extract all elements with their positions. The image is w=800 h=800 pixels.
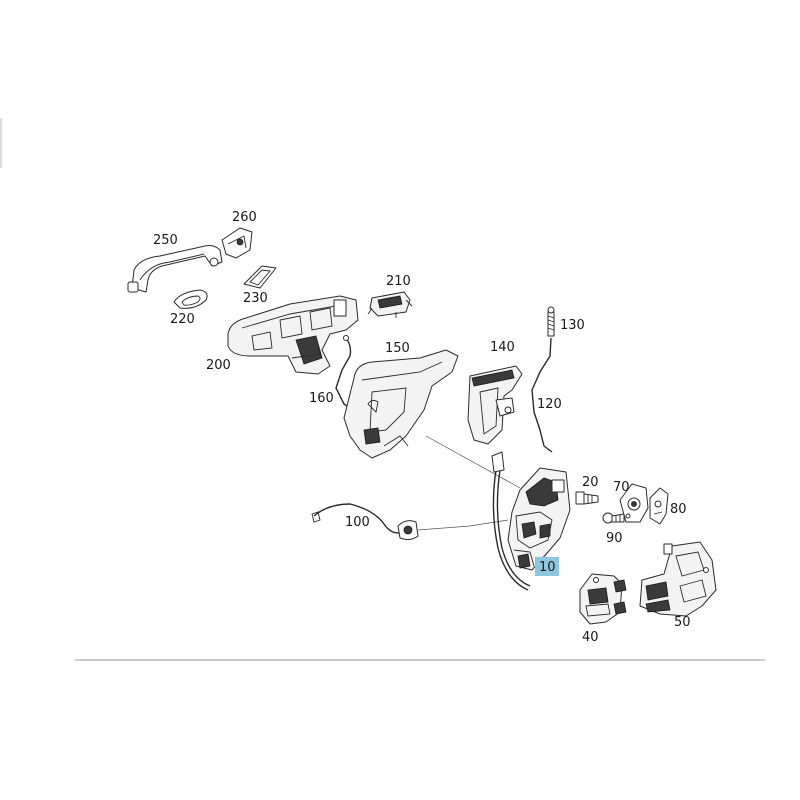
part-260-handle-cap[interactable] — [221, 227, 253, 259]
label-50: 50 — [674, 615, 691, 630]
label-210: 210 — [386, 274, 411, 289]
part-150-cover-panel[interactable] — [343, 349, 459, 459]
label-20: 20 — [582, 475, 599, 490]
part-90-bolt[interactable] — [602, 512, 625, 524]
part-160-rod[interactable] — [335, 335, 357, 413]
highlight-box-10 — [535, 557, 559, 576]
label-120: 120 — [537, 397, 562, 412]
label-150: 150 — [385, 341, 410, 356]
label-230: 230 — [243, 291, 268, 306]
label-140: 140 — [490, 340, 515, 355]
label-220: 220 — [170, 312, 195, 327]
part-80-plate[interactable] — [649, 487, 669, 525]
part-130-spring-plunger[interactable] — [547, 306, 555, 337]
label-10[interactable]: 10 — [539, 560, 556, 575]
leader-150-to-10 — [425, 435, 521, 489]
label-90: 90 — [606, 531, 623, 546]
part-120-rod[interactable] — [531, 337, 553, 453]
part-10-door-lock[interactable] — [491, 451, 571, 591]
part-220-seal[interactable] — [173, 289, 208, 309]
part-70-striker[interactable] — [619, 483, 649, 523]
part-250-door-handle[interactable] — [127, 245, 223, 293]
label-70: 70 — [613, 480, 630, 495]
part-40-lock-module[interactable] — [579, 573, 627, 625]
label-200: 200 — [206, 358, 231, 373]
label-100: 100 — [345, 515, 370, 530]
label-40: 40 — [582, 630, 599, 645]
label-260: 260 — [232, 210, 257, 225]
part-100-cable[interactable] — [311, 503, 509, 541]
part-50-actuator-housing[interactable] — [639, 541, 717, 617]
part-140-guide-rail[interactable] — [467, 365, 523, 445]
part-210-bracket[interactable] — [367, 291, 413, 318]
part-230-gasket[interactable] — [243, 265, 277, 289]
part-20-screw[interactable] — [575, 491, 599, 505]
part-200-handle-carrier[interactable] — [227, 295, 359, 375]
label-130: 130 — [560, 318, 585, 333]
label-160: 160 — [309, 391, 334, 406]
label-80: 80 — [670, 502, 687, 517]
label-250: 250 — [153, 233, 178, 248]
